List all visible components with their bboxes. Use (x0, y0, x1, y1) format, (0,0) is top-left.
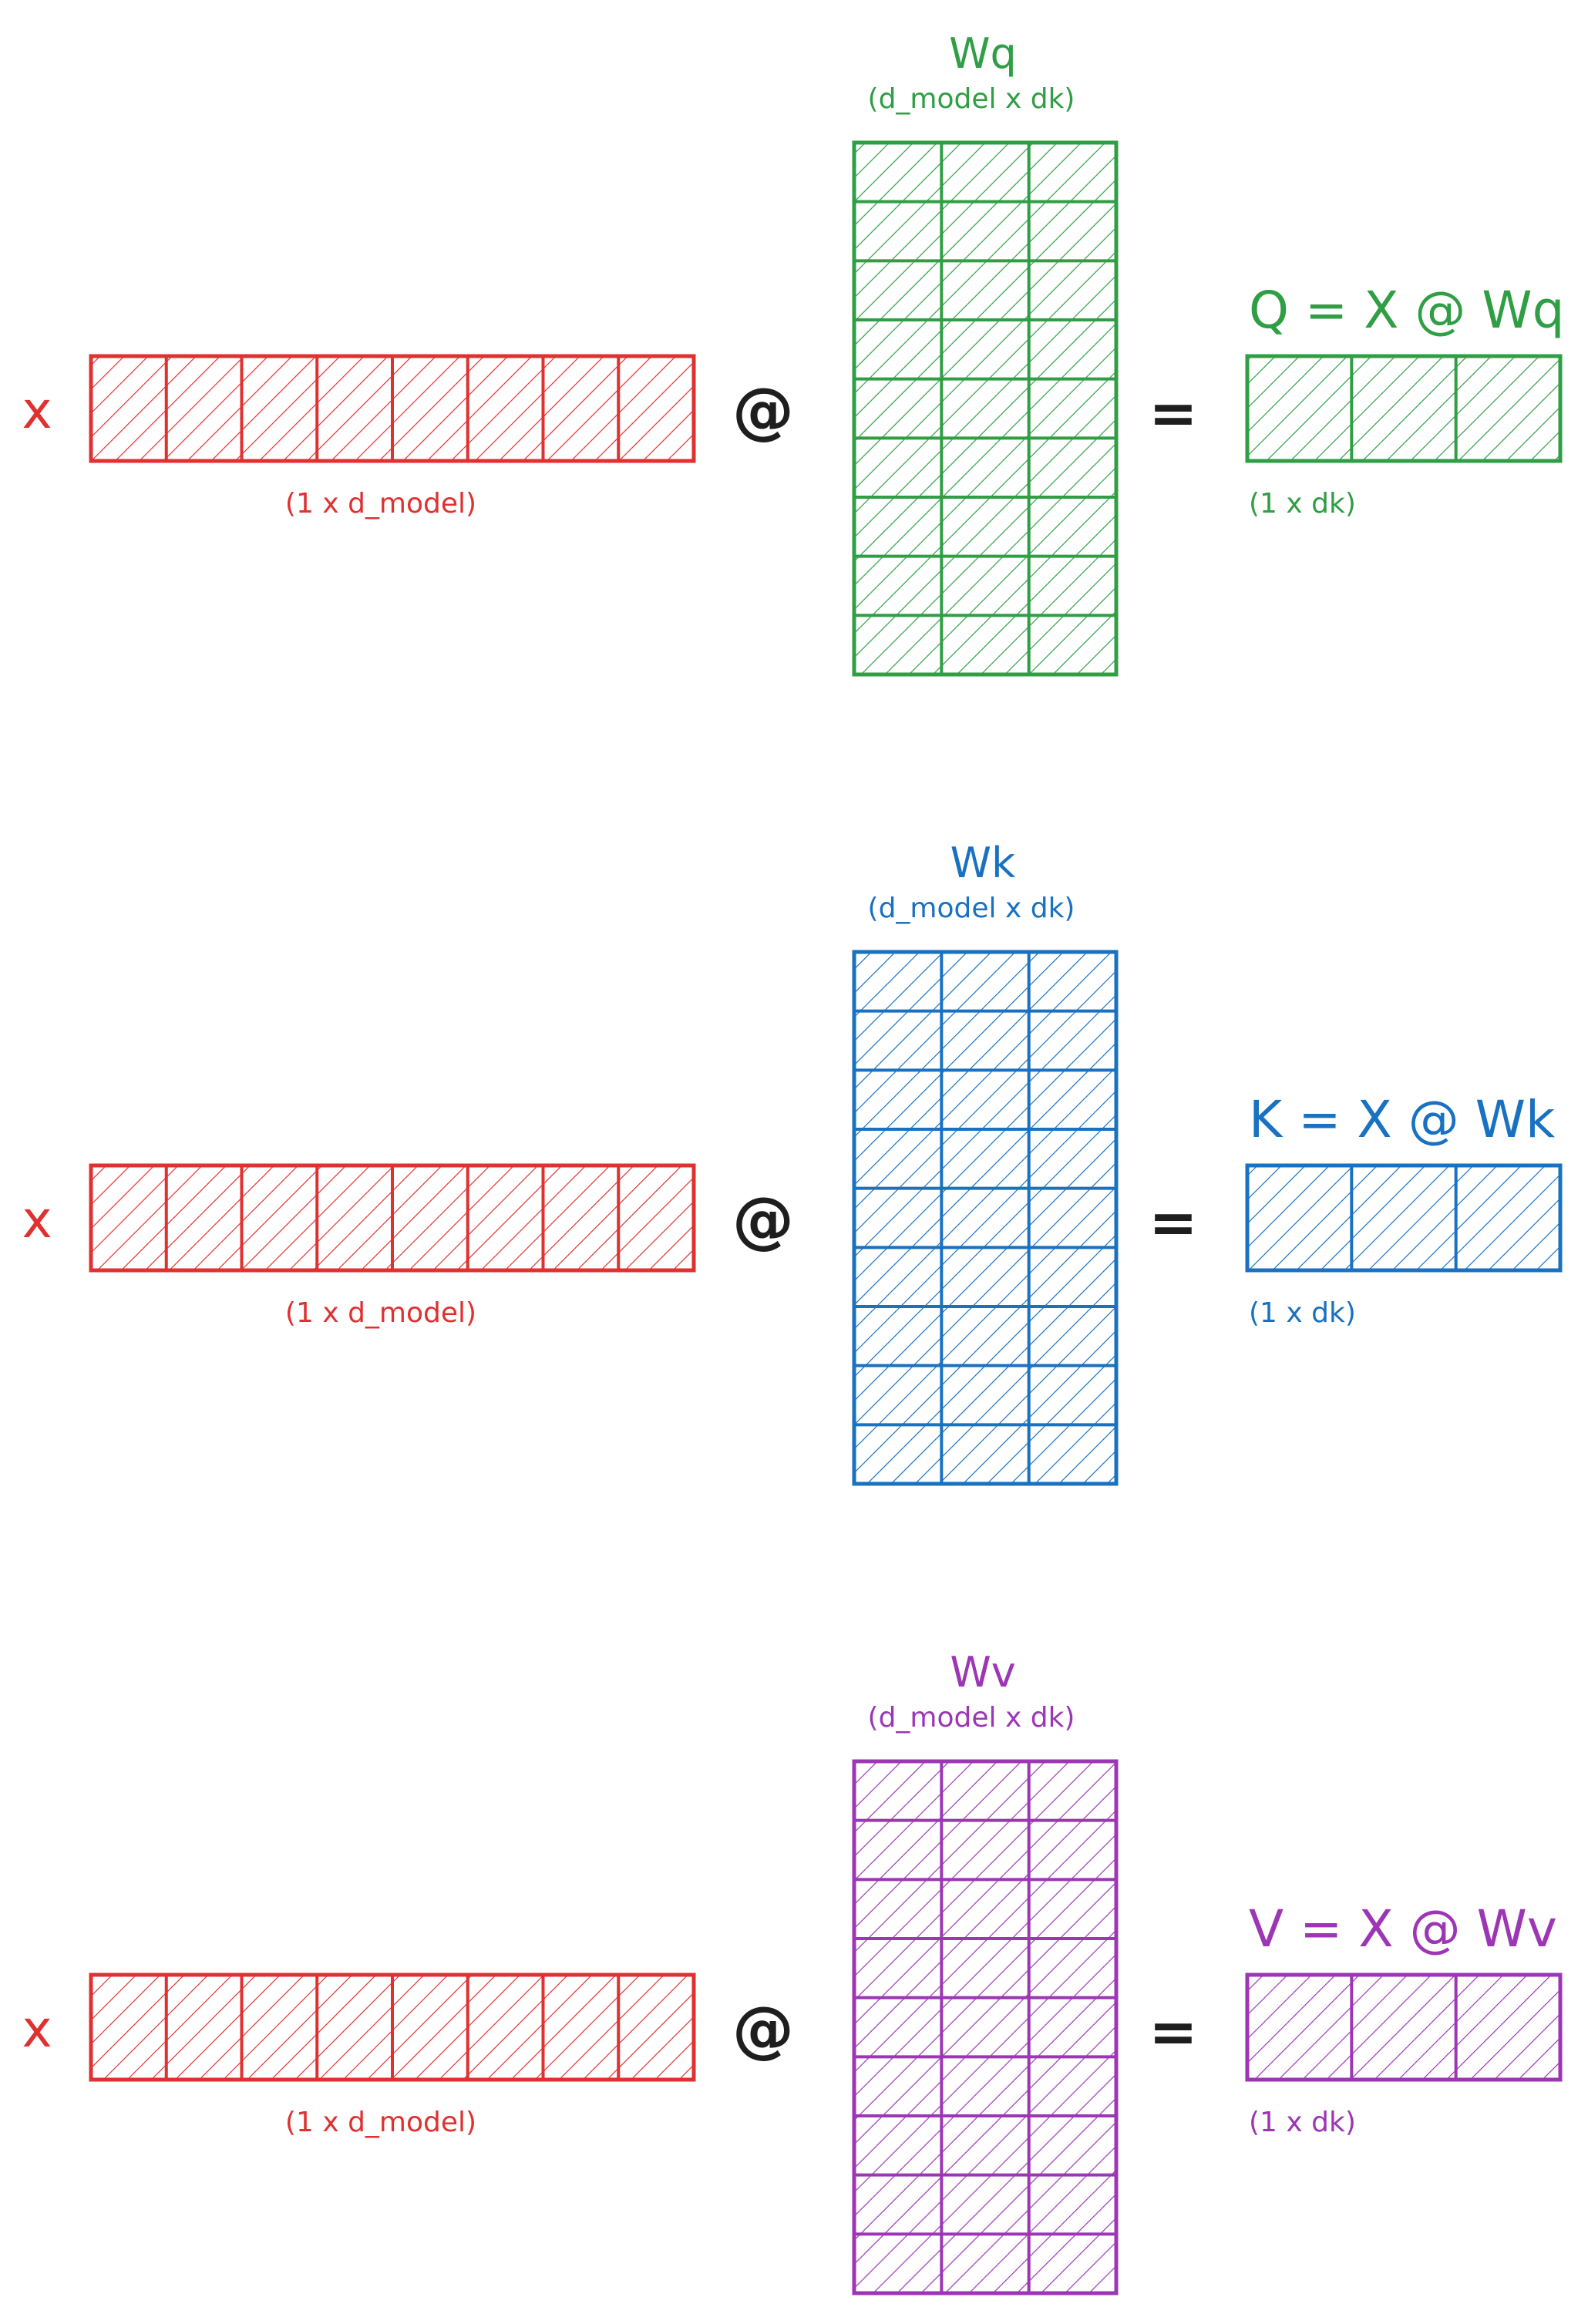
projection-row-v: x (1 x d_model) @ Wv (d_model x dk) = V = X @ … (22, 1648, 1563, 2295)
weight-name: Wq (949, 29, 1017, 78)
matmul-operator: @ (732, 1184, 794, 1256)
x-shape-label: (1 x d_model) (285, 2107, 476, 2138)
weight-matrix (852, 1759, 1119, 2295)
weight-shape-label: (d_model x dk) (868, 1702, 1075, 1734)
result-formula: V = X @ Wv (1249, 1899, 1557, 1959)
weight-name: Wv (950, 1648, 1015, 1697)
matmul-operator: @ (732, 1993, 794, 2065)
matmul-operator: @ (732, 375, 794, 446)
weight-shape-label: (d_model x dk) (868, 83, 1075, 115)
result-formula: K = X @ Wk (1249, 1090, 1556, 1149)
equals-operator: = (1149, 1188, 1198, 1256)
projection-row-q: x (1 x d_model) @ Wq (d_model x dk) = Q = X @ … (22, 29, 1565, 677)
projection-row-k: x (1 x d_model) @ Wk (d_model x dk) = K = X @ … (22, 839, 1563, 1486)
equals-operator: = (1149, 378, 1198, 447)
result-formula: Q = X @ Wq (1249, 281, 1565, 340)
x-label: x (22, 1999, 52, 2059)
x-vector (89, 354, 696, 463)
result-shape-label: (1 x dk) (1249, 2107, 1356, 2138)
equals-operator: = (1149, 1997, 1198, 2066)
x-label: x (22, 381, 52, 440)
output-vector (1245, 1163, 1563, 1273)
output-vector (1245, 1973, 1563, 2082)
weight-name: Wk (950, 839, 1016, 887)
weight-matrix (852, 950, 1119, 1486)
x-label: x (22, 1190, 52, 1249)
x-vector (89, 1973, 696, 2082)
weight-matrix (852, 140, 1119, 677)
x-shape-label: (1 x d_model) (285, 488, 476, 520)
output-vector (1245, 354, 1563, 463)
weight-shape-label: (d_model x dk) (868, 893, 1075, 924)
result-shape-label: (1 x dk) (1249, 488, 1356, 520)
x-shape-label: (1 x d_model) (285, 1297, 476, 1329)
x-vector (89, 1163, 696, 1273)
result-shape-label: (1 x dk) (1249, 1297, 1356, 1329)
